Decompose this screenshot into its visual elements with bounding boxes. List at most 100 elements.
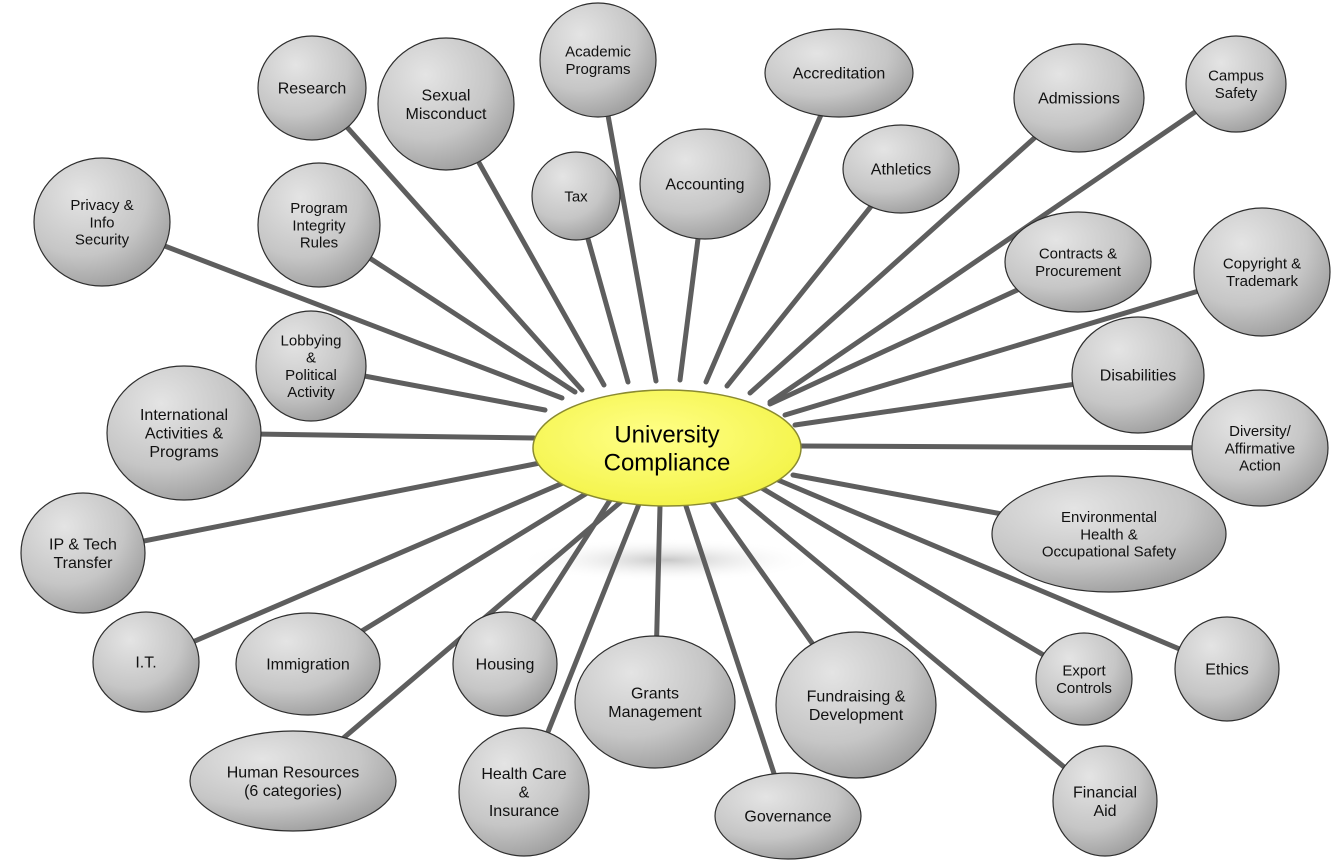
node-bubble bbox=[1004, 211, 1152, 313]
node-bubble bbox=[1071, 316, 1205, 434]
node-tax: Tax bbox=[531, 151, 621, 241]
node-label-line: Programs bbox=[565, 61, 630, 78]
node-copyright-trademark: Copyright &Trademark bbox=[1193, 207, 1331, 337]
node-bubble bbox=[255, 310, 367, 422]
center-shadow-ellipse bbox=[517, 538, 817, 582]
node-bubble bbox=[257, 35, 367, 141]
node-admissions: Admissions bbox=[1013, 43, 1145, 153]
node-bubble bbox=[20, 492, 146, 614]
node-label-line: Rules bbox=[300, 235, 338, 252]
node-bubble bbox=[991, 475, 1227, 593]
node-label-line: Grants bbox=[631, 685, 679, 702]
node-label-line: (6 categories) bbox=[244, 783, 342, 800]
spoke-financial-aid bbox=[735, 493, 1108, 804]
node-label-line: Health & bbox=[1080, 526, 1138, 543]
node-label: Accounting bbox=[665, 177, 744, 194]
node-bubble bbox=[1013, 43, 1145, 153]
node-bubble bbox=[539, 2, 657, 118]
node-label-line: Export bbox=[1062, 663, 1106, 680]
node-bubble bbox=[1174, 616, 1280, 722]
node-label-line: Accounting bbox=[665, 177, 744, 194]
node-label-line: Sexual bbox=[422, 87, 471, 104]
node-bubble bbox=[106, 365, 262, 501]
node-label-line: Aid bbox=[1093, 803, 1116, 820]
node-label: Health Care&Insurance bbox=[481, 766, 566, 820]
spoke-ethics bbox=[775, 477, 1230, 672]
node-human-resources: Human Resources(6 categories) bbox=[189, 730, 397, 832]
node-it: I.T. bbox=[92, 611, 200, 713]
node-label-line: Tax bbox=[564, 188, 588, 205]
node-bubble bbox=[842, 124, 960, 214]
spoke-privacy-info-security bbox=[99, 219, 565, 401]
node-label-line: Security bbox=[75, 232, 130, 249]
node-label-line: Immigration bbox=[266, 657, 350, 674]
center-bubble bbox=[532, 389, 802, 507]
node-label-line: Info bbox=[89, 214, 114, 231]
node-label-line: Affirmative bbox=[1225, 440, 1296, 457]
node-label-line: Management bbox=[608, 704, 702, 721]
node-label: Ethics bbox=[1205, 662, 1249, 679]
spoke-governance bbox=[683, 503, 791, 819]
node-accreditation: Accreditation bbox=[764, 28, 914, 118]
node-label-line: & bbox=[306, 350, 316, 367]
spoke-ip-tech-transfer bbox=[80, 459, 548, 556]
node-bubble bbox=[775, 631, 937, 779]
node-bubble bbox=[458, 727, 590, 857]
node-label-line: Financial bbox=[1073, 784, 1137, 801]
node-label-line: Contracts & bbox=[1039, 246, 1117, 263]
node-label-line: & bbox=[519, 785, 530, 802]
node-research: Research bbox=[257, 35, 367, 141]
node-label-line: Fundraising & bbox=[807, 688, 906, 705]
node-label: Research bbox=[278, 81, 346, 98]
node-contracts-procurement: Contracts &Procurement bbox=[1004, 211, 1152, 313]
spoke-export-controls bbox=[757, 484, 1087, 682]
node-label-line: International bbox=[140, 407, 228, 424]
node-label: I.T. bbox=[135, 655, 156, 672]
node-label: Disabilities bbox=[1100, 368, 1176, 385]
node-label-line: Programs bbox=[149, 444, 218, 461]
node-label-line: Misconduct bbox=[406, 106, 487, 123]
node-label-line: Transfer bbox=[54, 555, 114, 572]
node-label: Admissions bbox=[1038, 91, 1120, 108]
node-bubble bbox=[1191, 389, 1329, 507]
node-label-line: Accreditation bbox=[793, 66, 886, 83]
spoke-copyright-trademark bbox=[782, 269, 1265, 418]
node-label-line: Political bbox=[285, 367, 337, 384]
node-fundraising-development: Fundraising & Development bbox=[775, 631, 937, 779]
node-bubble bbox=[531, 151, 621, 241]
node-bubble bbox=[92, 611, 200, 713]
node-label-line: Research bbox=[278, 81, 346, 98]
node-label-line: Academic bbox=[565, 44, 631, 61]
node-bubble bbox=[1193, 207, 1331, 337]
center-shadow bbox=[517, 538, 817, 582]
node-label-line: Governance bbox=[744, 809, 831, 826]
node-label: Contracts &Procurement bbox=[1035, 246, 1122, 280]
node-label-line: Ethics bbox=[1205, 662, 1249, 679]
node-label-line: Development bbox=[809, 707, 904, 724]
node-bubble bbox=[257, 162, 381, 288]
node-label: Tax bbox=[564, 188, 588, 205]
node-health-care-insurance: Health Care&Insurance bbox=[458, 727, 590, 857]
node-label-line: Athletics bbox=[871, 162, 931, 179]
node-label-line: Controls bbox=[1056, 680, 1112, 697]
node-bubble bbox=[1185, 35, 1287, 133]
node-label: Governance bbox=[744, 809, 831, 826]
node-label: Immigration bbox=[266, 657, 350, 674]
node-bubble bbox=[33, 157, 171, 287]
